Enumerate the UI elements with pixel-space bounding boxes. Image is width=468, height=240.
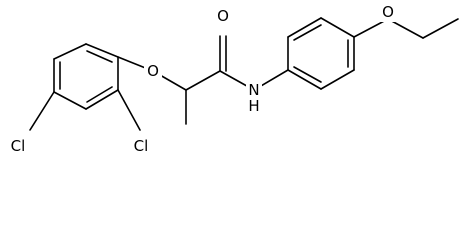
bond-ring-left	[85, 89, 119, 110]
atom-label-amide-n: N	[248, 81, 259, 99]
atom-label-ether-o-left: O	[147, 62, 159, 80]
molecule-diagram: O O N H O Cl Cl	[6, 2, 459, 155]
bond-o-ch2	[387, 18, 424, 39]
bond-c-cl-ortho	[117, 89, 141, 131]
bond-ring-right-inner	[293, 66, 322, 83]
bond-ring-left	[53, 43, 87, 60]
bond-ch-carbonyl	[185, 70, 221, 91]
bond-ring-right-inner	[293, 24, 322, 41]
bond-layer	[29, 17, 459, 131]
bond-ring-left-inner	[86, 86, 113, 103]
bond-ring-left	[85, 43, 119, 58]
bond-ring-left	[53, 91, 87, 110]
atom-label-layer: O O N H O Cl Cl	[6, 2, 397, 155]
atom-label-amide-h: H	[248, 97, 259, 115]
atom-label-ether-o-right: O	[382, 3, 394, 21]
atom-label-carbonyl-o: O	[217, 7, 229, 25]
bond-ring-right	[320, 69, 355, 90]
bond-ch2-ch3	[422, 18, 459, 39]
bond-ring-right	[320, 17, 355, 38]
bond-ring-right	[287, 17, 322, 38]
atom-label-cl-ortho: Cl	[134, 137, 149, 155]
bond-ring-right	[287, 69, 322, 90]
bond-ring-left-inner	[86, 50, 113, 63]
atom-label-cl-para: Cl	[11, 137, 26, 155]
bond-c-cl-para	[29, 91, 55, 131]
